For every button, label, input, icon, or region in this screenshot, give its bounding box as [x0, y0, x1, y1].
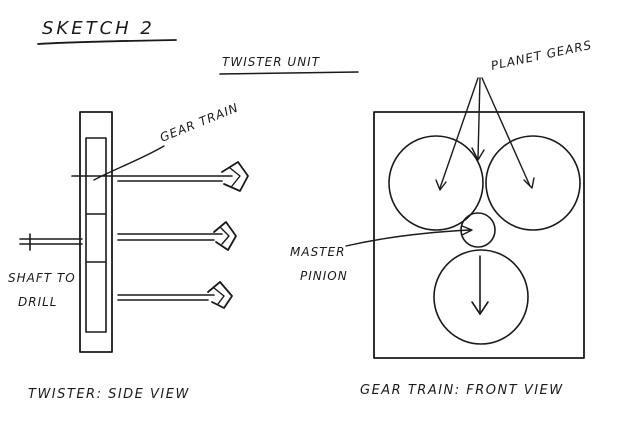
planet-gears-label: PLANET GEARS — [490, 38, 594, 73]
planet-gears-leaders — [435, 77, 535, 191]
master-pinion-label-line2: PINION — [300, 269, 348, 283]
master-pinion-leader — [345, 229, 471, 247]
front-view-caption: GEAR TRAIN: FRONT VIEW — [360, 383, 564, 398]
gear-train-leader — [93, 145, 165, 181]
sketch-title: SKETCH 2 — [42, 18, 155, 39]
gear-train-casing — [85, 137, 107, 333]
shaft-label-line2: DRILL — [18, 295, 58, 309]
twister-housing — [79, 111, 113, 353]
bottom-gear-arrow — [471, 255, 489, 315]
planet-gear-left — [388, 135, 484, 231]
hook-shaft-top — [71, 161, 249, 192]
master-pinion-leader-head — [461, 225, 473, 236]
gear-train-label: GEAR TRAIN — [158, 100, 241, 144]
drill-shaft — [19, 233, 83, 251]
hook-shaft-middle — [117, 221, 237, 251]
shaft-label-line1: SHAFT TO — [8, 271, 76, 285]
sketch-title-underline — [37, 39, 177, 45]
twister-unit-underline — [219, 71, 359, 75]
planet-gear-bottom — [433, 249, 529, 345]
side-view-caption: TWISTER: SIDE VIEW — [28, 387, 190, 402]
gear-train-front-view: PLANET GEARS MASTER PINION GEAR TRAIN: F… — [290, 38, 593, 398]
planet-gear-right — [485, 135, 581, 231]
twister-side-view: TWISTER UNIT — [8, 55, 359, 402]
hook-shaft-bottom — [117, 281, 233, 309]
master-pinion-label-line1: MASTER — [290, 245, 345, 259]
twister-unit-heading: TWISTER UNIT — [222, 55, 321, 69]
